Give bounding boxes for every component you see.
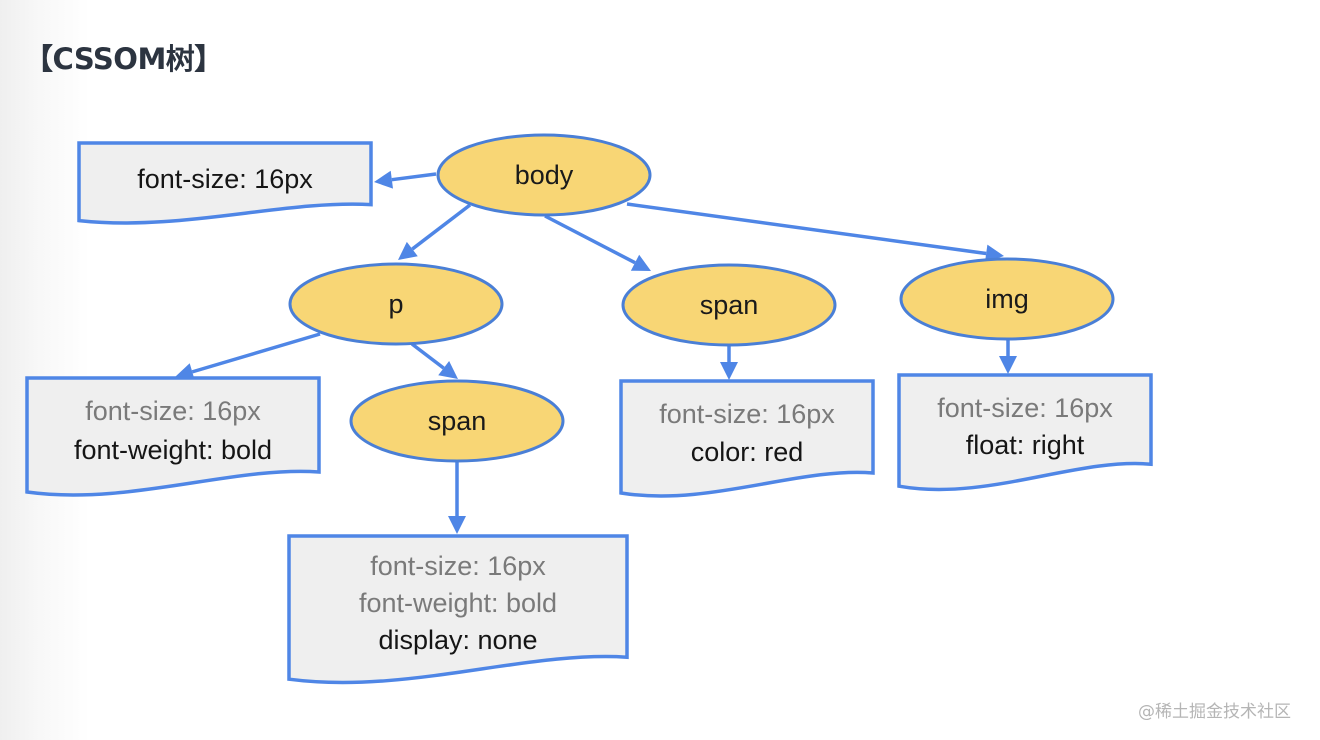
style-box-shape [897,373,1153,492]
own-style-rule: color: red [691,437,804,467]
edge-span1-to-span1-styles [720,346,738,380]
page-title: 【CSSOM树】 [24,42,223,76]
inherited-style-rule: font-size: 16px [937,393,1113,423]
tree-node-span1: span [621,263,837,347]
edge-body-to-p [398,203,472,260]
style-box-shape [25,376,321,497]
own-style-rule: float: right [966,430,1085,460]
arrowhead-icon [720,362,738,380]
node-ellipse [349,379,565,463]
style-box-shape [287,534,629,685]
arrowhead-icon [175,363,195,381]
edge-body-to-body-styles [374,170,437,189]
arrowhead-icon [630,254,651,271]
style-boxes-layer: font-size: 16px font-size: 16px font-weigh… [25,141,1153,685]
tree-node-body: body [436,133,652,217]
edge-line [191,332,321,374]
style-box-span2-styles: font-size: 16px font-weight: bold display:… [287,534,629,685]
style-box-shape [619,379,875,498]
arrowhead-icon [448,516,466,534]
edge-line [410,342,445,370]
own-style-rule: font-size: 16px [137,164,313,194]
own-style-rule: display: none [378,625,537,655]
arrowhead-icon [438,360,458,379]
watermark: @稀土掘金技术社区 [1138,702,1291,722]
tree-node-p: p [288,262,504,346]
node-ellipse [621,263,837,347]
tree-node-span2: span [349,379,565,463]
node-label: span [700,290,759,320]
node-label: span [428,406,487,436]
node-label: p [388,289,403,319]
node-ellipse [288,262,504,346]
inherited-style-rule: font-size: 16px [85,396,261,426]
edge-img-to-img-styles [999,340,1017,374]
arrowhead-icon [999,356,1017,374]
edge-line [391,172,437,182]
edges-layer [175,170,1017,534]
arrowhead-icon [398,241,418,260]
edge-line [626,202,987,256]
nodes-layer: body p span img span [288,133,1115,463]
inherited-style-rule: font-size: 16px [370,551,546,581]
edge-line [544,214,636,265]
edge-body-to-img [626,202,1004,263]
style-box-img-styles: font-size: 16px float: right [897,373,1153,492]
style-box-shape [77,141,373,225]
edge-line [411,203,472,251]
edge-p-to-span2 [410,342,458,379]
style-box-body-styles: font-size: 16px [77,141,373,225]
inherited-style-rule: font-weight: bold [359,588,557,618]
node-label: img [985,284,1029,314]
style-box-p-styles: font-size: 16px font-weight: bold [25,376,321,497]
own-style-rule: font-weight: bold [74,435,272,465]
tree-node-img: img [899,257,1115,341]
edge-span2-to-span2-styles [448,462,466,534]
style-box-span1-styles: font-size: 16px color: red [619,379,875,498]
edge-p-to-p-styles [175,332,321,381]
arrowhead-icon [374,170,394,189]
inherited-style-rule: font-size: 16px [659,399,835,429]
node-ellipse [436,133,652,217]
node-ellipse [899,257,1115,341]
node-label: body [515,160,574,190]
edge-body-to-span1 [544,214,651,271]
